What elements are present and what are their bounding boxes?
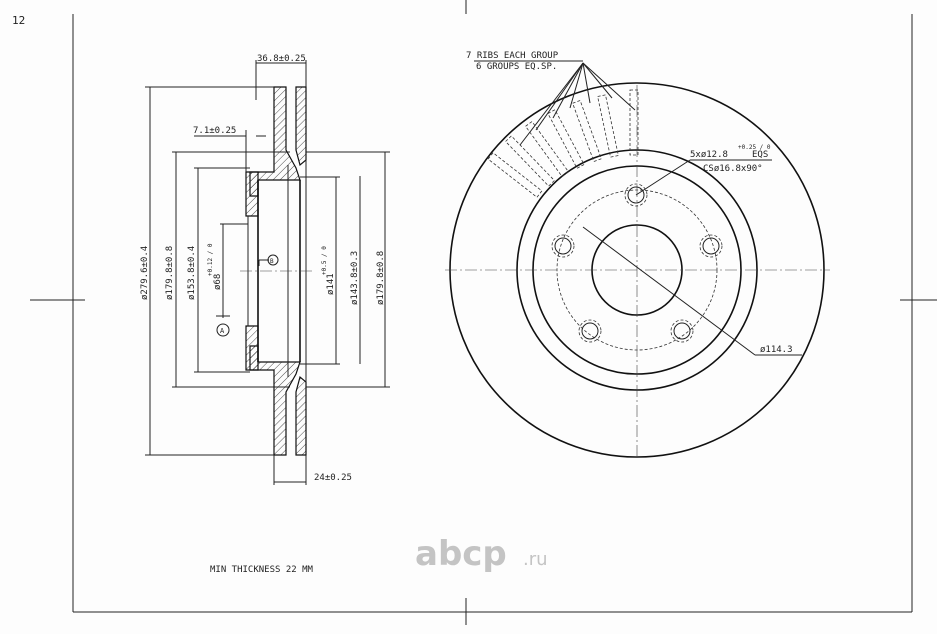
countersink-callout: CSø16.8x90° — [703, 164, 763, 174]
dim-outer-diameter: ø279.6±0.4 — [140, 246, 150, 300]
watermark-logo: abcp — [415, 534, 507, 574]
side-dimensions: 36.8±0.25 7.1±0.25 ø279.6±0.4 ø179.8±0.8… — [140, 54, 390, 485]
watermark-logo-suffix: .ru — [523, 549, 548, 570]
min-thickness-note: MIN THICKNESS 22 MM — [210, 565, 314, 575]
dim-friction-inner-left: ø179.8±0.8 — [165, 246, 175, 300]
dim-center-bore-tol: +0.12 / 0 — [207, 243, 214, 276]
bolt-hole-callout: 5xø12.8 — [690, 150, 728, 160]
dim-center-bore: ø68 — [213, 274, 223, 290]
datum-b-label: B — [270, 258, 274, 265]
datum-a-label: A — [220, 327, 225, 335]
front-view: 7 RIBS EACH GROUP 6 GROUPS EQ.SP. 5xø12.… — [445, 51, 830, 460]
side-section-view — [240, 86, 312, 456]
dim-hat-thickness: 7.1±0.25 — [193, 126, 236, 136]
dim-hat-outer: ø153.8±0.4 — [187, 246, 197, 300]
rib-note-line2: 6 GROUPS EQ.SP. — [476, 62, 557, 72]
datum-b-symbol — [267, 254, 279, 266]
pcd-callout: ø114.3 — [760, 345, 793, 355]
vent-ribs — [487, 89, 639, 198]
dim-overall-width: 36.8±0.25 — [257, 54, 306, 64]
sheet-number: 12 — [12, 14, 25, 27]
dim-hat-inner: ø141 — [326, 273, 336, 295]
bolt-holes — [551, 183, 723, 343]
dim-friction-inner-right: ø179.8±0.8 — [376, 251, 386, 305]
dim-hat-step: ø143.8±0.3 — [350, 251, 360, 305]
dim-disc-thickness: 24±0.25 — [314, 473, 352, 483]
sheet-frame — [30, 0, 937, 625]
bolt-hole-tol: +0.25 / 0 — [738, 144, 771, 151]
dim-hat-inner-tol: +0.5 / 0 — [321, 246, 328, 275]
datum-a-symbol — [216, 323, 230, 337]
bolt-hole-suffix: EQS — [752, 150, 768, 160]
rib-note-line1: 7 RIBS EACH GROUP — [466, 51, 559, 61]
rib-leaders — [519, 62, 636, 146]
